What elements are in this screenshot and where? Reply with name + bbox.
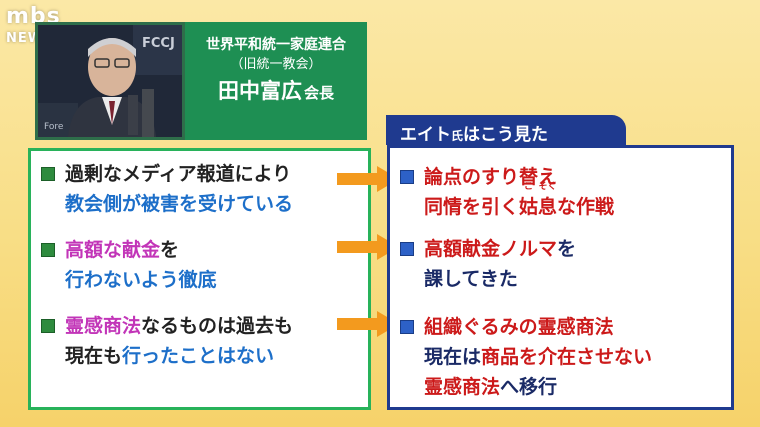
commentary-1-line-2-b: な作戦 bbox=[557, 196, 615, 218]
commentary-item-3: 組織ぐるみの霊感商法 現在は商品を介在させない 霊感商法へ移行 bbox=[400, 312, 652, 402]
commentary-1-line-1: 論点のすり替え bbox=[424, 166, 558, 188]
claim-3-line-2-a: 現在も bbox=[65, 345, 123, 367]
claim-1-line-2: 教会側が被害を受けている bbox=[65, 193, 294, 215]
ruby-ko-reading: こ bbox=[524, 182, 534, 192]
orange-arrow-icon bbox=[337, 311, 399, 337]
commentary-3-line-2-a: 現在は bbox=[424, 346, 482, 368]
claim-2-line-1: 高額な献金を bbox=[65, 235, 217, 265]
claim-2-particle: を bbox=[160, 239, 180, 261]
commentary-3-line-2-b: 商品を介在させない bbox=[481, 346, 653, 368]
speaker-title: 会長 bbox=[303, 84, 334, 102]
commentary-3-line-3-a: 霊感商法 bbox=[424, 376, 501, 398]
commentary-3-line-1: 組織ぐるみの霊感商法 bbox=[424, 316, 614, 338]
claim-item-1: 過剰なメディア報道により 教会側が被害を受けている bbox=[41, 159, 293, 219]
blue-square-bullet-icon bbox=[400, 242, 414, 256]
ruby-ko-base: 姑 bbox=[519, 196, 539, 218]
commentary-panel: 論点のすり替え 同情を引く姑こ息 そくな作戦 高額献金ノルマを 課してきた 組織ぐ… bbox=[387, 145, 734, 410]
ruby-soku: 息そく bbox=[538, 182, 558, 222]
green-square-bullet-icon bbox=[41, 319, 55, 333]
speaker-organization-former: （旧統一教会） bbox=[230, 57, 322, 72]
claim-2-line-2: 行わないよう徹底 bbox=[65, 269, 217, 291]
blue-square-bullet-icon bbox=[400, 170, 414, 184]
claim-3-line-1: 霊感商法なるものは過去も bbox=[65, 311, 293, 341]
commentary-header-suffix: はこう見た bbox=[463, 125, 549, 145]
commentator-honorific: 氏 bbox=[451, 129, 464, 143]
green-square-bullet-icon bbox=[41, 167, 55, 181]
commentary-2-line-2: 課してきた bbox=[424, 268, 518, 290]
speaker-name-text: 田中富広 bbox=[217, 79, 302, 103]
speaker-photo: FCCJ Fore bbox=[35, 22, 185, 140]
commentary-item-2: 高額献金ノルマを 課してきた bbox=[400, 234, 576, 294]
green-square-bullet-icon bbox=[41, 243, 55, 257]
commentary-1-line-2: 同情を引く姑こ息 そくな作戦 bbox=[424, 182, 615, 222]
speaker-name: 田中富広会長 bbox=[185, 79, 367, 105]
claim-2-highlight: 高額な献金 bbox=[65, 239, 161, 261]
commentary-2-particle: を bbox=[557, 238, 577, 260]
svg-text:Fore: Fore bbox=[44, 122, 64, 132]
speaker-organization: 世界平和統一家庭連合 bbox=[206, 37, 346, 53]
commentary-header: エイト氏はこう見た bbox=[386, 115, 626, 145]
claim-3-highlight: 霊感商法 bbox=[65, 315, 142, 337]
commentary-3-line-2: 現在は商品を介在させない bbox=[424, 342, 652, 372]
commentary-3-line-3: 霊感商法へ移行 bbox=[424, 372, 652, 402]
orange-arrow-icon bbox=[337, 166, 399, 192]
claim-1-line-1: 過剰なメディア報道により bbox=[65, 163, 292, 185]
ruby-soku-reading: そく bbox=[538, 182, 557, 192]
commentary-2-highlight: 高額献金ノルマ bbox=[424, 238, 558, 260]
speaker-name-panel: 世界平和統一家庭連合 （旧統一教会） 田中富広会長 bbox=[185, 22, 367, 140]
claims-panel: 過剰なメディア報道により 教会側が被害を受けている 高額な献金を 行わないよう徹… bbox=[28, 148, 371, 410]
claim-3-line-2-b: 行ったことはない bbox=[122, 345, 275, 367]
claim-3-rest: なるものは過去も bbox=[141, 315, 294, 337]
ruby-ko: 姑こ bbox=[519, 182, 539, 222]
claim-3-line-2: 現在も行ったことはない bbox=[65, 341, 293, 371]
commentary-3-line-3-b: へ移行 bbox=[500, 376, 558, 398]
svg-text:FCCJ: FCCJ bbox=[142, 36, 175, 51]
claim-item-3: 霊感商法なるものは過去も 現在も行ったことはない bbox=[41, 311, 293, 371]
commentary-1-line-2-a: 同情を引く bbox=[424, 196, 520, 218]
commentary-item-1: 論点のすり替え 同情を引く姑こ息 そくな作戦 bbox=[400, 162, 614, 222]
commentary-2-line-1: 高額献金ノルマを bbox=[424, 234, 576, 264]
ruby-soku-base: 息 bbox=[538, 196, 558, 218]
blue-square-bullet-icon bbox=[400, 320, 414, 334]
orange-arrow-icon bbox=[337, 234, 399, 260]
commentator-name: エイト bbox=[400, 125, 451, 145]
claim-item-2: 高額な献金を 行わないよう徹底 bbox=[41, 235, 217, 295]
